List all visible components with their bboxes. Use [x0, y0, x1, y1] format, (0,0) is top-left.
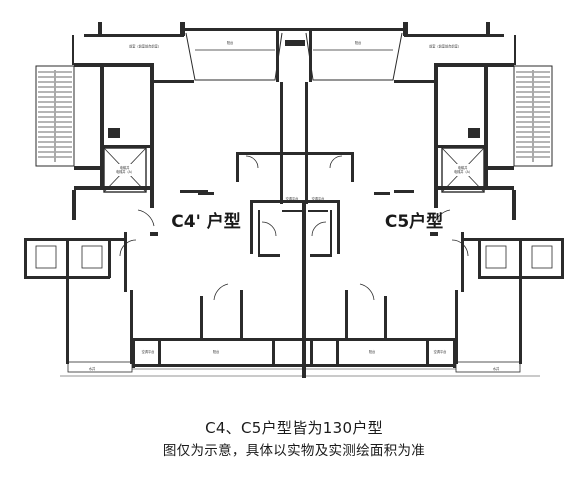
- balcony-bottom-right-label: 阳台: [369, 349, 375, 354]
- caption: C4、C5户型皆为130户型 图仅为示意，具体以实物及实测绘面积为准: [0, 418, 588, 461]
- elevator-left-line2: 电梯井（A）: [116, 169, 134, 174]
- balcony-bottom-left-label: 阳台: [213, 349, 219, 354]
- elevator-left-line1: 电梯井: [120, 165, 130, 170]
- balcony-top-left-label: 阳台: [227, 40, 233, 45]
- platform-1-label: 空调平台: [286, 196, 299, 201]
- front-room-right-label: 前室（前室前合前室）: [429, 44, 461, 49]
- stair-left: [35, 65, 75, 167]
- elevator-left: 电梯井 电梯井（A）: [103, 147, 147, 193]
- platform-2-label: 空调平台: [312, 196, 325, 201]
- elevator-right-line1: 电梯井: [458, 165, 468, 170]
- elevator-right: 电梯井 电梯井（A）: [441, 147, 485, 193]
- caption-line2: 图仅为示意，具体以实物及实测绘面积为准: [162, 443, 426, 459]
- unit-label-left: C4' 户型: [171, 211, 240, 232]
- elevator-right-line2: 电梯井（A）: [454, 169, 472, 174]
- shaft-left-label: 水井: [89, 366, 95, 371]
- elevator-right-label: 电梯井 电梯井（A）: [454, 165, 472, 174]
- platform-4-label: 空调平台: [434, 349, 447, 354]
- balcony-top-right-label: 阳台: [355, 40, 361, 45]
- stair-right: [513, 65, 553, 167]
- platform-3-label: 空调平台: [142, 349, 155, 354]
- unit-label-right: C5户型: [385, 211, 443, 232]
- shaft-right-label: 水井: [493, 366, 499, 371]
- floor-plan: 电梯井 电梯井（A） 电梯井 电梯井（A）: [24, 22, 564, 378]
- caption-line1: C4、C5户型皆为130户型: [205, 419, 383, 437]
- elevator-left-label: 电梯井 电梯井（A）: [116, 165, 134, 174]
- front-room-left-label: 前室（前室前合前室）: [129, 44, 161, 49]
